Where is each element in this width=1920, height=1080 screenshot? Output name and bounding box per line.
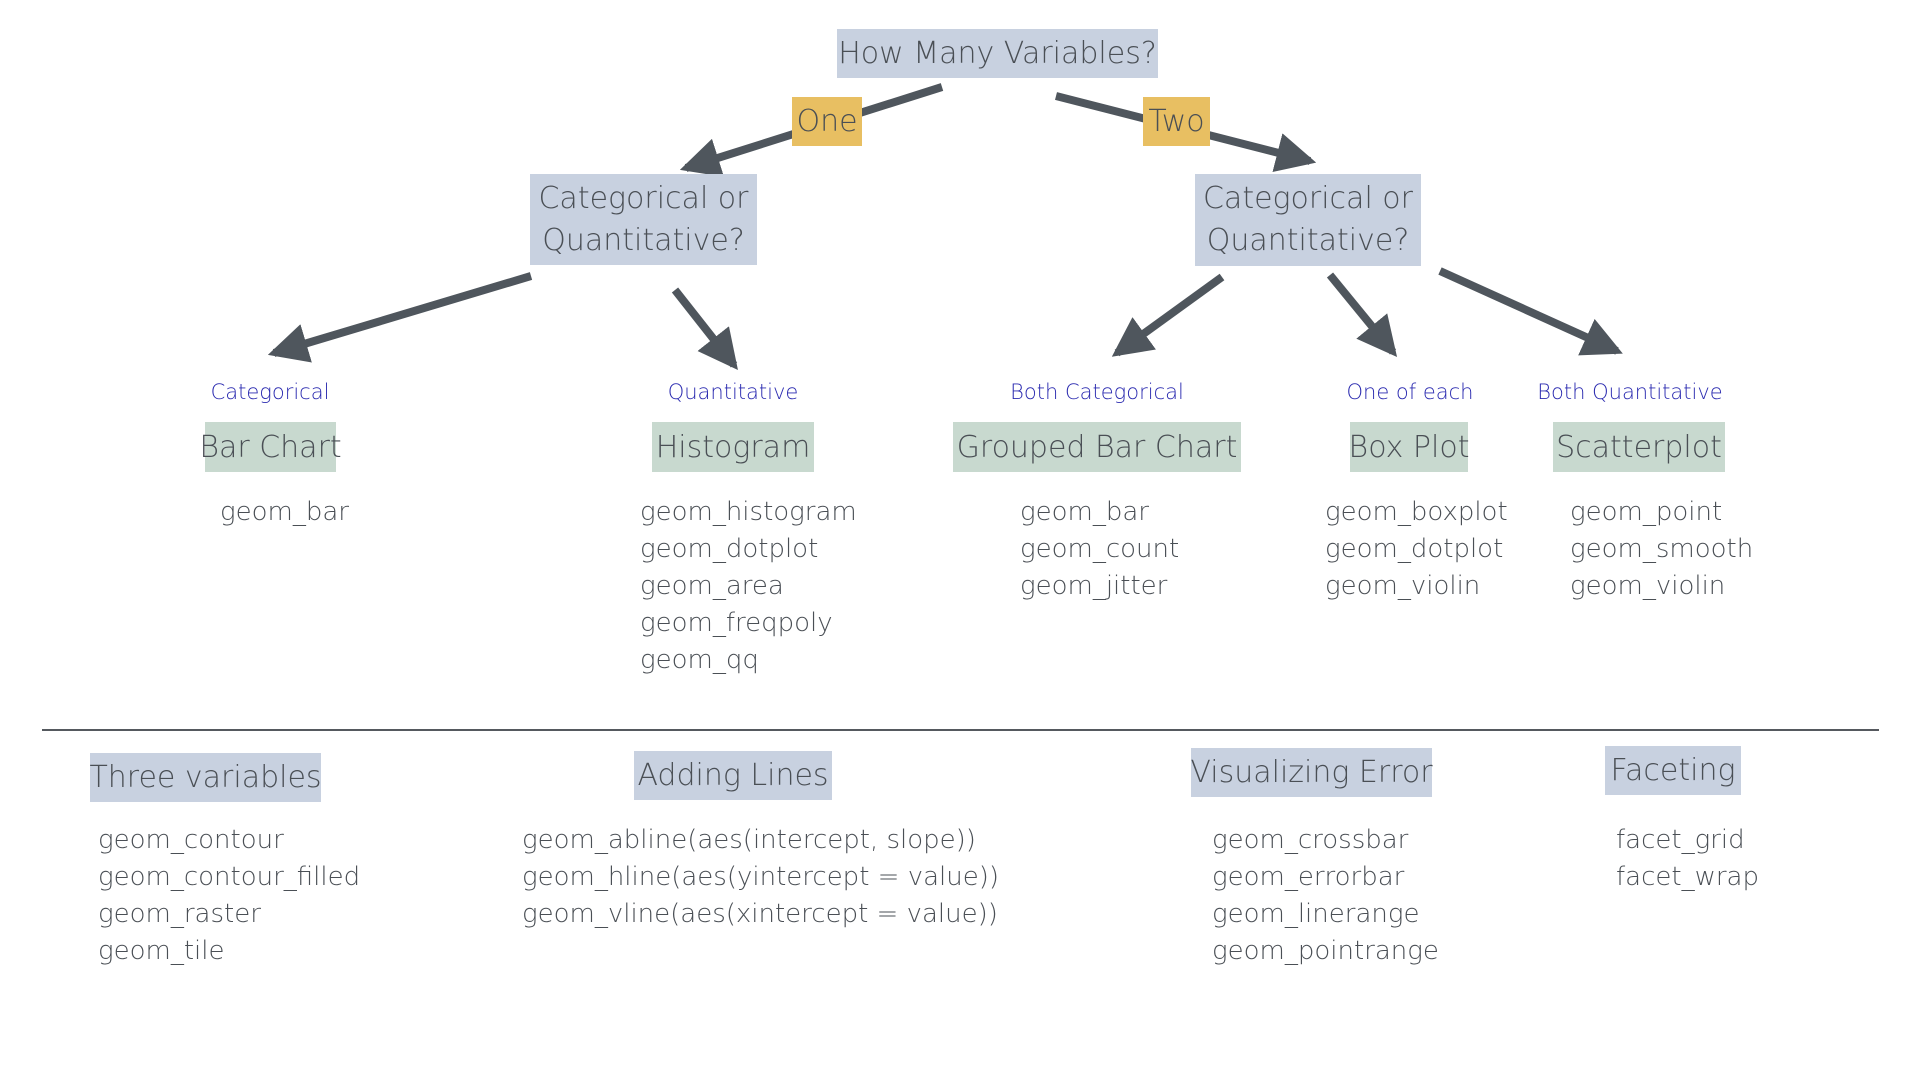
geom-item: geom_bar bbox=[220, 497, 349, 527]
facet-item: facet_grid bbox=[1616, 825, 1745, 855]
geom-item: geom_contour_filled bbox=[98, 862, 361, 892]
section-title: Adding Lines bbox=[637, 757, 829, 793]
geom-list-histogram: geom_histogram geom_dotplot geom_area ge… bbox=[640, 494, 857, 679]
chart-box-box-plot: Box Plot bbox=[1348, 422, 1470, 472]
chart-box-histogram: Histogram bbox=[652, 422, 814, 472]
category-label-both-categorical: Both Categorical bbox=[1010, 380, 1184, 404]
category-label-one-of-each: One of each bbox=[1346, 380, 1474, 404]
chart-box-grouped-bar-chart: Grouped Bar Chart bbox=[953, 422, 1241, 472]
geom-list-visualizing-error: geom_crossbar geom_errorbar geom_lineran… bbox=[1212, 822, 1439, 970]
branch-two-label: Two bbox=[1148, 104, 1205, 139]
section-box-adding-lines: Adding Lines bbox=[634, 751, 832, 800]
geom-item: geom_crossbar bbox=[1212, 825, 1409, 855]
arrow-to-grouped-bar-chart bbox=[1111, 273, 1225, 357]
geom-item: geom_violin bbox=[1325, 571, 1481, 601]
geom-item: geom_bar bbox=[1020, 497, 1149, 527]
geom-item: geom_histogram bbox=[640, 497, 857, 527]
section-title: Visualizing Error bbox=[1190, 754, 1433, 790]
section-box-faceting: Faceting bbox=[1605, 746, 1741, 795]
geom-item: geom_errorbar bbox=[1212, 862, 1405, 892]
geom-item: geom_contour bbox=[98, 825, 284, 855]
branch-two-badge: Two bbox=[1143, 97, 1210, 146]
root-question-box: How Many Variables? bbox=[837, 29, 1158, 78]
section-divider bbox=[42, 729, 1879, 731]
chart-label: Bar Chart bbox=[199, 429, 342, 465]
geom-item: geom_smooth bbox=[1570, 534, 1754, 564]
geom-item: geom_jitter bbox=[1020, 571, 1168, 601]
branch-one-label: One bbox=[796, 104, 858, 139]
geom-item: geom_qq bbox=[640, 645, 759, 675]
geom-item: geom_raster bbox=[98, 899, 261, 929]
arrow-to-histogram bbox=[671, 287, 738, 371]
section-title: Three variables bbox=[89, 759, 322, 795]
section-title: Faceting bbox=[1610, 752, 1736, 788]
geom-list-box-plot: geom_boxplot geom_dotplot geom_violin bbox=[1325, 494, 1508, 605]
question-box-one-variable: Categorical or Quantitative? bbox=[530, 174, 757, 265]
category-label-both-quantitative: Both Quantitative bbox=[1537, 380, 1723, 404]
geom-item: geom_dotplot bbox=[640, 534, 819, 564]
question-line-1: Categorical or bbox=[538, 180, 749, 216]
chart-label: Histogram bbox=[655, 429, 811, 465]
geom-item: geom_hline(aes(yintercept = value)) bbox=[522, 862, 1000, 892]
geom-item: geom_pointrange bbox=[1212, 936, 1439, 966]
geom-list-bar-chart: geom_bar bbox=[220, 494, 349, 531]
arrow-to-box-plot bbox=[1326, 272, 1398, 357]
chart-label: Box Plot bbox=[1348, 429, 1470, 465]
chart-box-scatterplot: Scatterplot bbox=[1553, 422, 1725, 472]
arrow-to-scatterplot bbox=[1438, 267, 1623, 356]
question-line-2: Quantitative? bbox=[1206, 223, 1410, 258]
branch-one-badge: One bbox=[792, 97, 862, 146]
geom-list-three-variables: geom_contour geom_contour_filled geom_ra… bbox=[98, 822, 360, 970]
geom-list-adding-lines: geom_abline(aes(intercept, slope)) geom_… bbox=[522, 822, 999, 933]
chart-box-bar-chart: Bar Chart bbox=[199, 422, 342, 472]
geom-item: geom_abline(aes(intercept, slope)) bbox=[522, 825, 976, 855]
geom-item: geom_tile bbox=[98, 936, 225, 966]
chart-label: Grouped Bar Chart bbox=[956, 429, 1238, 465]
arrow-to-bar-chart bbox=[267, 272, 533, 363]
section-box-three-variables: Three variables bbox=[89, 753, 322, 802]
geom-list-grouped-bar-chart: geom_bar geom_count geom_jitter bbox=[1020, 494, 1179, 605]
geom-item: geom_point bbox=[1570, 497, 1723, 527]
geom-item: geom_freqpoly bbox=[640, 608, 833, 638]
facet-list: facet_grid facet_wrap bbox=[1616, 822, 1759, 896]
category-label-categorical: Categorical bbox=[210, 380, 330, 404]
geom-list-scatterplot: geom_point geom_smooth geom_violin bbox=[1570, 494, 1753, 605]
geom-item: geom_area bbox=[640, 571, 784, 601]
facet-item: facet_wrap bbox=[1616, 862, 1759, 892]
question-line-2: Quantitative? bbox=[542, 222, 745, 258]
geom-item: geom_linerange bbox=[1212, 899, 1420, 929]
question-line-1: Categorical or bbox=[1202, 181, 1413, 216]
geom-item: geom_count bbox=[1020, 534, 1180, 564]
geom-item: geom_dotplot bbox=[1325, 534, 1504, 564]
category-label-quantitative: Quantitative bbox=[667, 380, 799, 404]
section-box-visualizing-error: Visualizing Error bbox=[1190, 748, 1433, 797]
root-question-label: How Many Variables? bbox=[838, 35, 1157, 71]
geom-item: geom_vline(aes(xintercept = value)) bbox=[522, 899, 998, 929]
chart-label: Scatterplot bbox=[1556, 429, 1722, 465]
question-box-two-variables: Categorical or Quantitative? bbox=[1195, 174, 1421, 266]
geom-item: geom_boxplot bbox=[1325, 497, 1508, 527]
geom-item: geom_violin bbox=[1570, 571, 1726, 601]
